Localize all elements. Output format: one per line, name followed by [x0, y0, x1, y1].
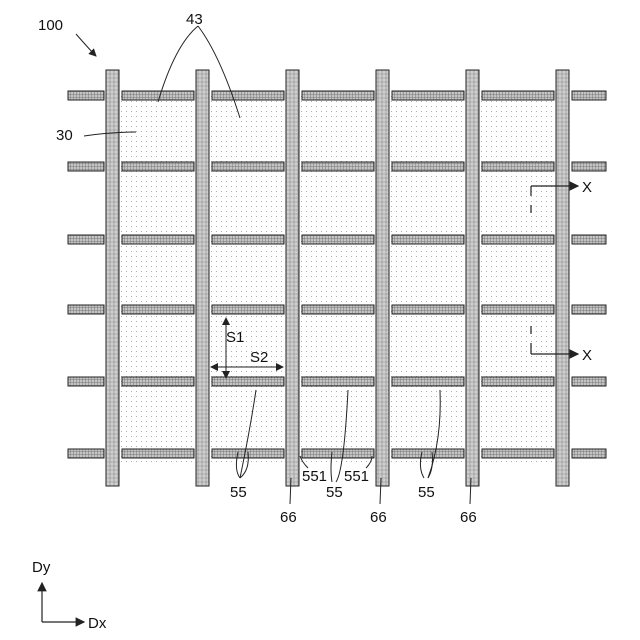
- bar-electrode: [572, 377, 606, 386]
- bar-electrode: [302, 305, 374, 314]
- bar-electrode: [212, 377, 284, 386]
- bar-electrode: [68, 305, 104, 314]
- bar-electrode: [392, 91, 464, 100]
- leader-55-b1: [331, 452, 332, 482]
- leader-100: [76, 34, 96, 56]
- bar-electrode: [122, 377, 194, 386]
- label-30: 30: [56, 127, 73, 144]
- label-551-b: 551: [344, 468, 369, 485]
- bar-electrode: [68, 162, 104, 171]
- bar-electrode: [482, 162, 554, 171]
- bar-electrode: [392, 449, 464, 458]
- bar-electrode: [302, 449, 374, 458]
- column-electrode: [556, 70, 569, 486]
- bar-electrode: [572, 162, 606, 171]
- bar-electrode: [302, 235, 374, 244]
- bar-electrode: [572, 91, 606, 100]
- label-43: 43: [186, 11, 203, 28]
- label-551-a: 551: [302, 468, 327, 485]
- bar-electrode: [392, 162, 464, 171]
- bar-electrode: [68, 377, 104, 386]
- bar-electrode: [122, 305, 194, 314]
- label-66-b: 66: [370, 509, 387, 526]
- bar-electrode: [572, 449, 606, 458]
- label-s2: S2: [250, 349, 268, 366]
- bar-electrode: [212, 91, 284, 100]
- bar-electrode: [122, 449, 194, 458]
- label-x-top: X: [582, 179, 592, 196]
- column-electrode: [196, 70, 209, 486]
- bar-electrode: [302, 377, 374, 386]
- label-66-c: 66: [460, 509, 477, 526]
- bar-electrode: [572, 305, 606, 314]
- label-100: 100: [38, 17, 63, 34]
- dots-region: [112, 92, 567, 464]
- label-s1: S1: [226, 329, 244, 346]
- bar-electrode: [212, 162, 284, 171]
- bar-electrode: [482, 449, 554, 458]
- label-66-a: 66: [280, 509, 297, 526]
- bar-electrode: [392, 305, 464, 314]
- label-55-b: 55: [326, 484, 343, 501]
- bar-electrode: [122, 91, 194, 100]
- bar-electrode: [212, 235, 284, 244]
- bar-electrode: [68, 449, 104, 458]
- label-55-a: 55: [230, 484, 247, 501]
- column-electrode: [286, 70, 299, 486]
- bar-electrode: [212, 305, 284, 314]
- bar-electrode: [572, 235, 606, 244]
- column-electrode: [466, 70, 479, 486]
- label-dy: Dy: [32, 559, 51, 576]
- bar-electrode: [68, 235, 104, 244]
- label-55-c: 55: [418, 484, 435, 501]
- bar-electrode: [482, 91, 554, 100]
- bar-electrode: [68, 91, 104, 100]
- bar-electrode: [392, 377, 464, 386]
- bar-electrode: [482, 305, 554, 314]
- bar-electrode: [122, 162, 194, 171]
- bar-electrode: [302, 162, 374, 171]
- bar-electrode: [482, 235, 554, 244]
- axis-indicator: [42, 583, 84, 622]
- bar-electrode: [482, 377, 554, 386]
- label-x-bottom: X: [582, 347, 592, 364]
- bar-electrode: [392, 235, 464, 244]
- label-dx: Dx: [88, 615, 107, 632]
- column-electrode: [376, 70, 389, 486]
- bar-electrode: [122, 235, 194, 244]
- bar-electrode: [302, 91, 374, 100]
